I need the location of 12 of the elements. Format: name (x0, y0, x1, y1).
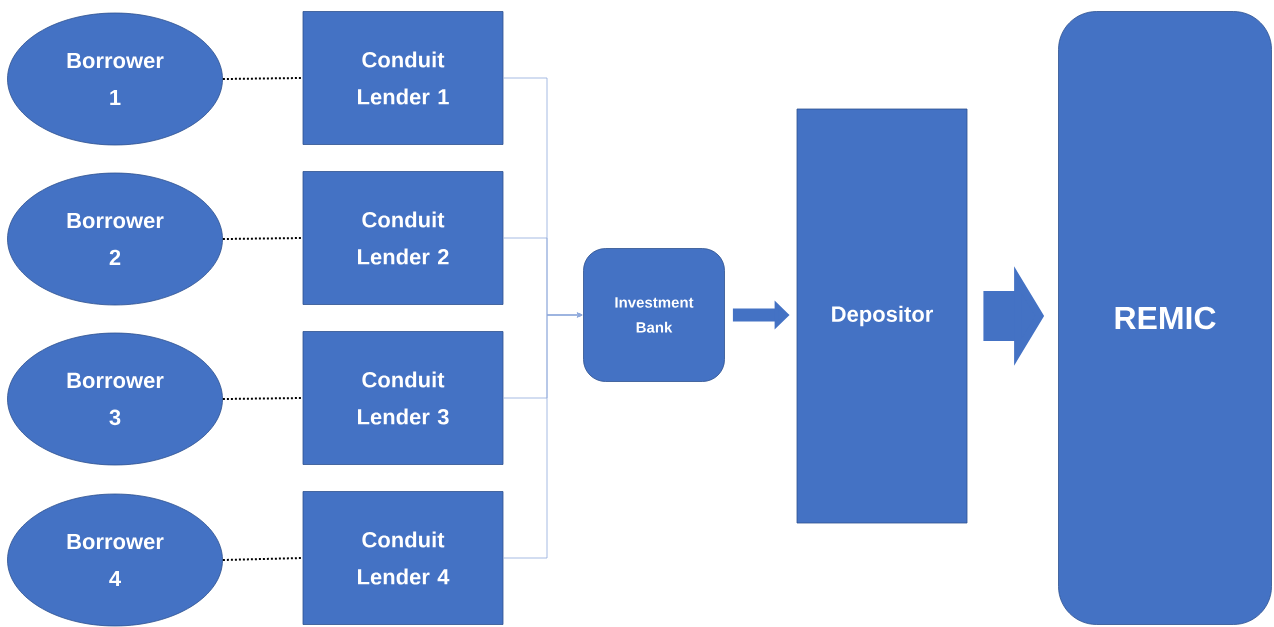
remic-box: REMIC (1058, 11, 1272, 625)
lender-box: Conduit Lender 3 (302, 331, 504, 465)
bank-box: Investment Bank (583, 248, 725, 382)
dotted-line (221, 77, 304, 80)
dotted-line (221, 397, 304, 400)
lender-box: Conduit Lender 2 (302, 171, 504, 305)
connector-arrow (503, 312, 583, 559)
depositor-box: Depositor (796, 108, 968, 524)
lender-box: Conduit Lender 1 (302, 11, 504, 145)
dotted-line (221, 237, 304, 240)
lender-box: Conduit Lender 4 (302, 491, 504, 625)
dotted-line (221, 557, 304, 561)
